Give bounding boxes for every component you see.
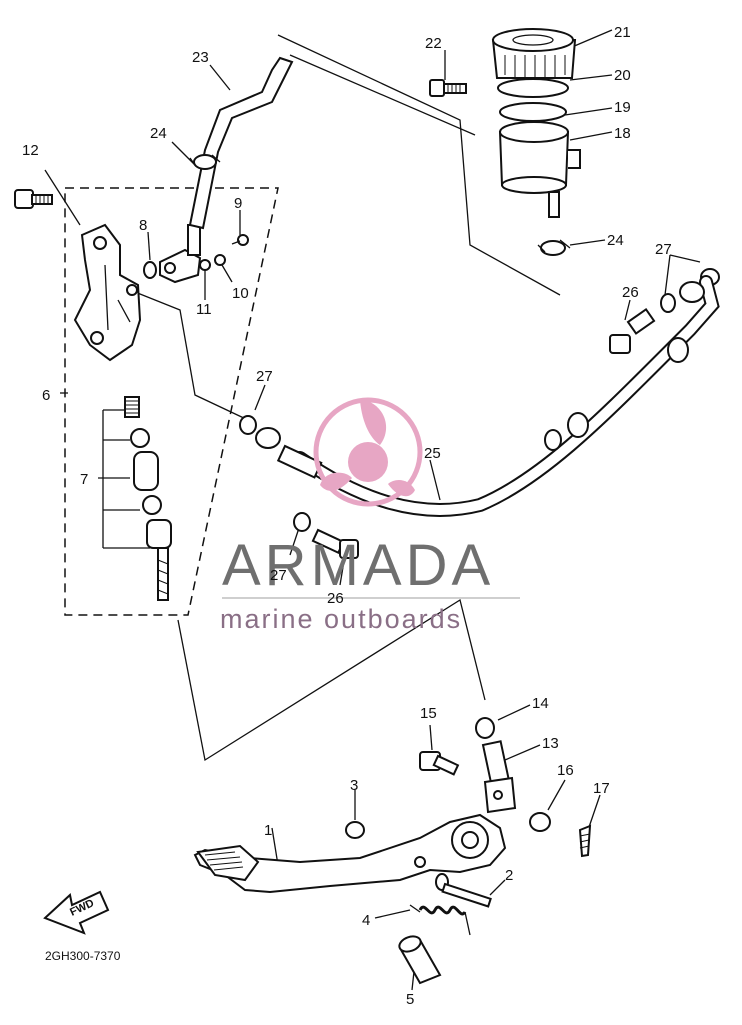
part-code: 2GH300-7370: [45, 949, 121, 963]
callout-14: 14: [532, 695, 549, 712]
watermark-brand: ARMADA: [222, 533, 494, 598]
callout-10: 10: [232, 285, 249, 302]
bolt-22: [429, 79, 467, 97]
callout-16: 16: [557, 762, 574, 779]
brake-hose-25: [255, 275, 720, 517]
callout-7: 7: [80, 471, 88, 488]
brake-pedal-1: [193, 813, 507, 894]
callout-27-left-b: 27: [270, 567, 287, 584]
callout-13: 13: [542, 735, 559, 752]
leader-lines: [44, 29, 701, 991]
reference-line-bottom: [177, 598, 486, 762]
reference-line-reservoir: [289, 54, 476, 136]
sleeve-5: [398, 935, 442, 985]
callout-3: 3: [350, 777, 358, 794]
clip-24-top: [189, 154, 221, 170]
callout-2: 2: [505, 867, 513, 884]
union-bolt-26-left: [311, 528, 359, 559]
master-cylinder-6: [73, 223, 142, 362]
nut-3: [345, 821, 365, 839]
screw-9: [231, 234, 249, 246]
clip-24-reservoir: [537, 239, 571, 256]
callout-8: 8: [139, 217, 147, 234]
callout-27-right: 27: [655, 241, 672, 258]
callout-4: 4: [362, 912, 370, 929]
washer-10: [214, 254, 226, 266]
callout-23: 23: [192, 49, 209, 66]
nut-14: [475, 717, 495, 739]
callout-11: 11: [196, 301, 212, 318]
piston-kit-7: [124, 396, 172, 601]
callout-18: 18: [614, 125, 631, 142]
callout-12: 12: [22, 142, 39, 159]
hose-fitting: [159, 224, 202, 284]
o-ring-8: [143, 261, 157, 279]
callout-9: 9: [234, 195, 242, 212]
callout-26-left: 26: [327, 590, 344, 607]
callouts: 1 2 3 4 5 6 7 8 9 10 11 12 13 14 15 16 1…: [22, 24, 672, 1008]
clevis-13: [481, 740, 517, 814]
reference-line-fitting: [129, 289, 249, 421]
callout-20: 20: [614, 67, 631, 84]
diaphragm-19: [499, 102, 567, 122]
callout-26-right: 26: [622, 284, 639, 301]
callout-21: 21: [614, 24, 631, 41]
plate-20: [497, 78, 569, 98]
watermark-tagline: marine outboards: [220, 604, 462, 634]
pin-15: [419, 751, 460, 776]
callout-5: 5: [406, 991, 414, 1008]
bolt-12: [14, 189, 53, 209]
armada-logo: [313, 397, 423, 507]
washer-27-right-a: [660, 293, 676, 313]
callout-19: 19: [614, 99, 631, 116]
callout-1: 1: [264, 822, 272, 839]
callout-27-left-a: 27: [256, 368, 273, 385]
hose-23: [188, 56, 294, 230]
callout-24-reservoir: 24: [607, 232, 624, 249]
callout-15: 15: [420, 705, 437, 722]
callout-25: 25: [424, 445, 441, 462]
cotter-pin-17: [578, 824, 592, 858]
washer-27-left-b: [293, 512, 311, 532]
shaft-2: [435, 873, 492, 908]
spring-4: [409, 904, 471, 936]
washer-27-left-a: [239, 415, 257, 435]
callout-6: 6: [42, 387, 50, 404]
callout-24-top: 24: [150, 125, 167, 142]
callout-17: 17: [593, 780, 610, 797]
reservoir-18: [498, 121, 581, 218]
fwd-arrow-icon: FWD: [43, 890, 110, 935]
union-bolt-26-right: [609, 307, 656, 354]
washer-11: [199, 259, 211, 271]
callout-22: 22: [425, 35, 442, 52]
reservoir-cap-21: [491, 28, 577, 79]
washer-16: [529, 812, 551, 832]
reference-line-top: [277, 34, 561, 296]
